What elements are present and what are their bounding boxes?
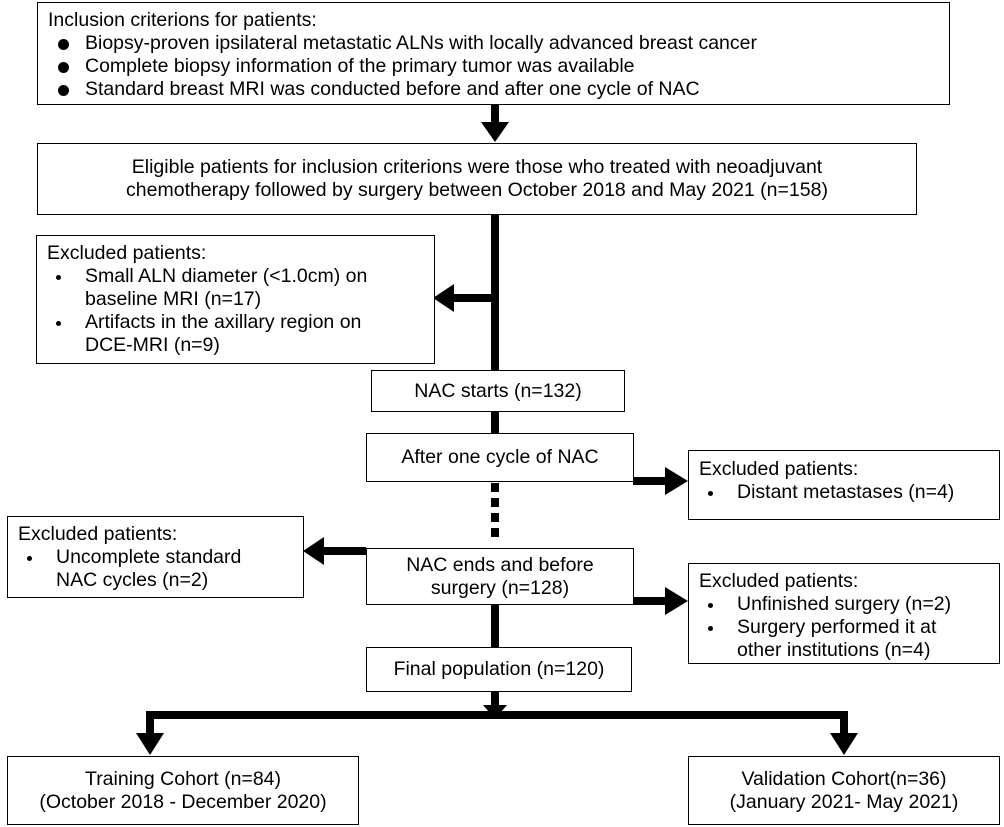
bullet-icon bbox=[58, 85, 69, 96]
connector-branch-metastases bbox=[633, 477, 667, 485]
bullet-icon bbox=[27, 556, 32, 561]
nac-start-box: NAC starts (n=132) bbox=[371, 370, 625, 412]
dotted-segment-4 bbox=[491, 528, 499, 537]
arrowhead-metastases bbox=[665, 467, 688, 495]
validation-cohort-box: Validation Cohort(n=36) (January 2021- M… bbox=[688, 756, 1000, 825]
inclusion-item-text: Biopsy-proven ipsilateral metastatic ALN… bbox=[85, 32, 757, 54]
dotted-segment-3 bbox=[491, 513, 499, 522]
excluded-item-text: Artifacts in the axillary region on bbox=[85, 311, 362, 333]
bullet-icon bbox=[708, 626, 713, 631]
after-one-cycle-label: After one cycle of NAC bbox=[401, 446, 599, 468]
excluded-surgery-list: Unfinished surgery (n=2) Surgery perform… bbox=[699, 593, 999, 662]
excluded-surgery-item: Unfinished surgery (n=2) bbox=[699, 593, 999, 616]
bullet-icon bbox=[58, 39, 69, 50]
excluded-item-text: NAC cycles (n=2) bbox=[56, 569, 209, 591]
inclusion-item: Standard breast MRI was conducted before… bbox=[48, 78, 949, 101]
connector-branch-incomplete bbox=[323, 547, 366, 555]
nac-end-line-1: NAC ends and before bbox=[406, 553, 594, 576]
excluded-item-text: Uncomplete standard bbox=[56, 546, 242, 568]
inclusion-item: Complete biopsy information of the prima… bbox=[48, 55, 949, 78]
inclusion-title: Inclusion criterions for patients: bbox=[48, 9, 317, 31]
excluded-surgery-box: Excluded patients: Unfinished surgery (n… bbox=[688, 563, 1000, 664]
excluded-metastases-box: Excluded patients: Distant metastases (n… bbox=[688, 450, 1000, 520]
connector-trunk-upper bbox=[491, 214, 499, 370]
inclusion-item-text: Standard breast MRI was conducted before… bbox=[85, 78, 700, 100]
excluded-metastases-title: Excluded patients: bbox=[699, 458, 859, 480]
arrowhead-training bbox=[136, 733, 164, 755]
connector-branch-surgery bbox=[633, 597, 667, 605]
bullet-icon bbox=[56, 321, 61, 326]
bullet-icon bbox=[58, 62, 69, 73]
excluded-item-text: Distant metastases (n=4) bbox=[737, 481, 955, 503]
arrowhead-surgery bbox=[665, 587, 688, 615]
arrowhead-baseline bbox=[433, 284, 454, 312]
training-cohort-box: Training Cohort (n=84) (October 2018 - D… bbox=[7, 756, 359, 825]
excluded-baseline-box: Excluded patients: Small ALN diameter (<… bbox=[36, 235, 435, 364]
inclusion-criteria-box: Inclusion criterions for patients: Biops… bbox=[37, 2, 950, 105]
bullet-icon bbox=[56, 275, 61, 280]
validation-line-2: (January 2021- May 2021) bbox=[729, 790, 959, 813]
excluded-item-text: Surgery performed it at bbox=[737, 616, 937, 638]
eligible-patients-box: Eligible patients for inclusion criterio… bbox=[37, 143, 917, 215]
connector-final-split bbox=[491, 691, 499, 708]
connector-inclusion-eligible bbox=[491, 104, 499, 124]
eligible-line-2: chemotherapy followed by surgery between… bbox=[126, 179, 828, 201]
final-population-label: Final population (n=120) bbox=[393, 658, 605, 680]
inclusion-list: Biopsy-proven ipsilateral metastatic ALN… bbox=[48, 32, 949, 101]
excluded-metastases-item: Distant metastases (n=4) bbox=[699, 481, 999, 504]
connector-drop-training bbox=[146, 711, 154, 735]
excluded-item-text: Unfinished surgery (n=2) bbox=[737, 593, 952, 615]
bullet-icon bbox=[708, 603, 713, 608]
connector-start-cycle bbox=[491, 411, 499, 433]
excluded-incomplete-title: Excluded patients: bbox=[18, 523, 178, 545]
excluded-item-text: Small ALN diameter (<1.0cm) on bbox=[85, 265, 368, 287]
eligible-line-1: Eligible patients for inclusion criterio… bbox=[131, 156, 823, 178]
training-line-2: (October 2018 - December 2020) bbox=[39, 790, 327, 813]
connector-end-final bbox=[491, 604, 499, 647]
training-line-1: Training Cohort (n=84) bbox=[85, 767, 281, 790]
dotted-segment-2 bbox=[491, 498, 499, 507]
excluded-baseline-title: Excluded patients: bbox=[47, 242, 207, 264]
validation-line-1: Validation Cohort(n=36) bbox=[741, 767, 947, 790]
inclusion-item-text: Complete biopsy information of the prima… bbox=[85, 55, 635, 77]
connector-split-bar bbox=[146, 711, 848, 719]
arrowhead-validation bbox=[830, 733, 858, 755]
final-population-box: Final population (n=120) bbox=[366, 647, 632, 692]
excluded-metastases-list: Distant metastases (n=4) bbox=[699, 481, 999, 504]
excluded-item-text: other institutions (n=4) bbox=[737, 639, 931, 661]
nac-start-label: NAC starts (n=132) bbox=[414, 379, 582, 402]
excluded-surgery-title: Excluded patients: bbox=[699, 570, 859, 592]
nac-end-line-2: surgery (n=128) bbox=[430, 576, 570, 599]
bullet-icon bbox=[708, 491, 713, 496]
arrowhead-incomplete bbox=[303, 537, 324, 565]
inclusion-item: Biopsy-proven ipsilateral metastatic ALN… bbox=[48, 32, 949, 55]
after-one-cycle-box: After one cycle of NAC bbox=[366, 433, 634, 482]
connector-drop-validation bbox=[840, 711, 848, 735]
dotted-segment-1 bbox=[491, 483, 499, 492]
connector-branch-baseline bbox=[452, 294, 492, 302]
excluded-item-text: DCE-MRI (n=9) bbox=[85, 334, 220, 356]
nac-end-box: NAC ends and before surgery (n=128) bbox=[366, 548, 634, 605]
arrowhead-eligible bbox=[481, 122, 509, 142]
excluded-item-text: baseline MRI (n=17) bbox=[85, 288, 262, 310]
